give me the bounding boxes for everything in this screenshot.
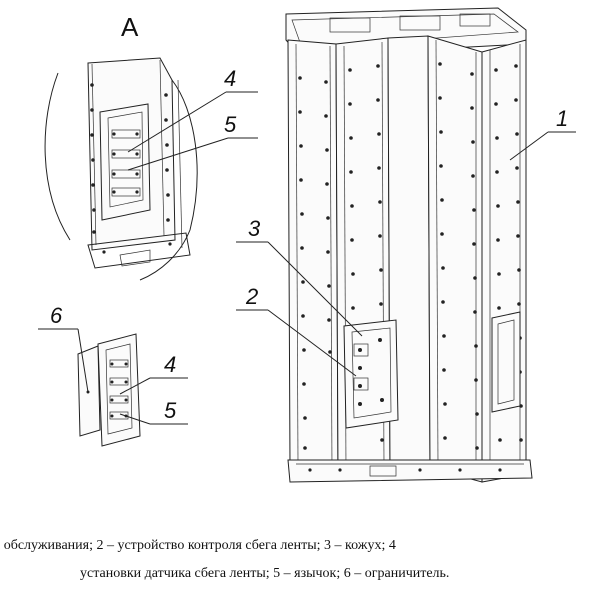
caption-line-1: а обслуживания; 2 – устройство контроля …: [0, 538, 396, 553]
callout-5-detail: 5: [224, 112, 237, 137]
callout-3: 3: [248, 216, 261, 241]
caption-line-2: установки датчика сбега ленты; 5 – язычо…: [80, 566, 450, 581]
callout-6: 6: [50, 303, 63, 328]
detail-view-small: 6 4 5: [38, 303, 188, 447]
rivets-left: [90, 83, 170, 234]
rivets-main: [298, 62, 523, 450]
callout-2: 2: [245, 284, 258, 309]
detail-view-a: А: [44, 12, 258, 281]
callout-4-small: 4: [164, 352, 176, 377]
callout-5-small: 5: [164, 398, 177, 423]
callout-1: 1: [556, 106, 568, 131]
callout-4-detail: 4: [224, 66, 236, 91]
view-label-a: А: [121, 12, 139, 42]
elevator-body: 1 3 2: [236, 7, 576, 483]
